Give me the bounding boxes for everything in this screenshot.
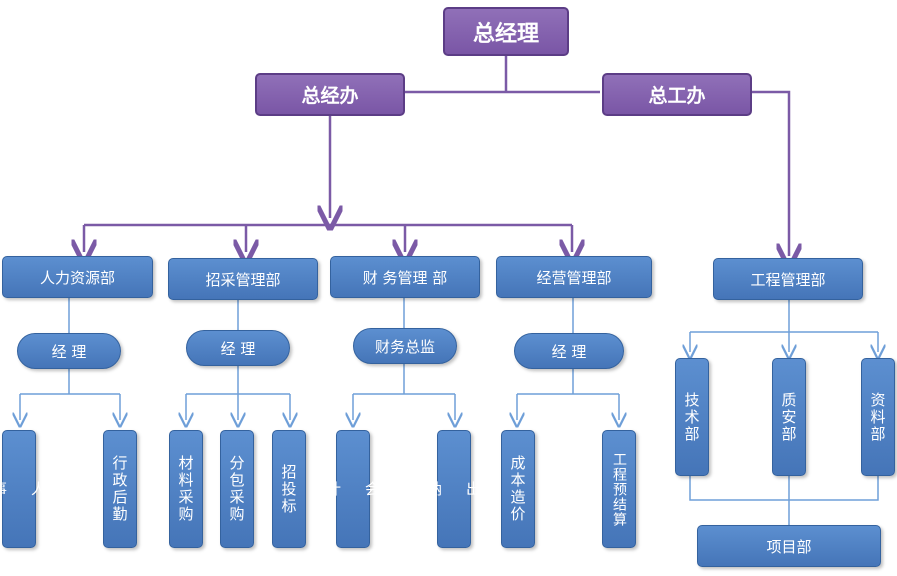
procurement-department-box: 招采管理部 (168, 258, 318, 300)
finance-director-pill: 财务总监 (353, 328, 457, 364)
leaf-cashier: 出 纳 (425, 430, 482, 548)
chief-engineer-office-box: 总工办 (602, 73, 752, 116)
leaf-project-settlement: 工程预结算 (602, 430, 636, 548)
ceo-box: 总经理 (443, 7, 569, 56)
hr-manager-pill: 经 理 (17, 333, 121, 369)
hr-department-box: 人力资源部 (2, 256, 153, 298)
general-office-box: 总经办 (255, 73, 405, 116)
engineering-department-box: 工程管理部 (713, 258, 863, 300)
leaf-accounting: 会 计 (324, 430, 381, 548)
project-department-box: 项目部 (697, 525, 881, 567)
arrow-engineering (752, 90, 789, 256)
leaf-bidding: 招投标 (272, 430, 306, 548)
quality-safety-department-box: 质安部 (772, 358, 806, 476)
leaf-cost-estimation: 成本造价 (501, 430, 535, 548)
procurement-manager-pill: 经 理 (186, 330, 290, 366)
documents-department-box: 资料部 (861, 358, 895, 476)
leaf-admin-logistics: 行政后勤 (103, 430, 137, 548)
leaf-material-procurement: 材料采购 (169, 430, 203, 548)
business-manager-pill: 经 理 (514, 333, 624, 369)
leaf-personnel: 人 事 (0, 430, 47, 548)
leaf-subcontract-procurement: 分包采购 (220, 430, 254, 548)
business-department-box: 经营管理部 (496, 256, 652, 298)
tech-department-box: 技术部 (675, 358, 709, 476)
finance-department-box: 财 务管理 部 (330, 256, 480, 298)
